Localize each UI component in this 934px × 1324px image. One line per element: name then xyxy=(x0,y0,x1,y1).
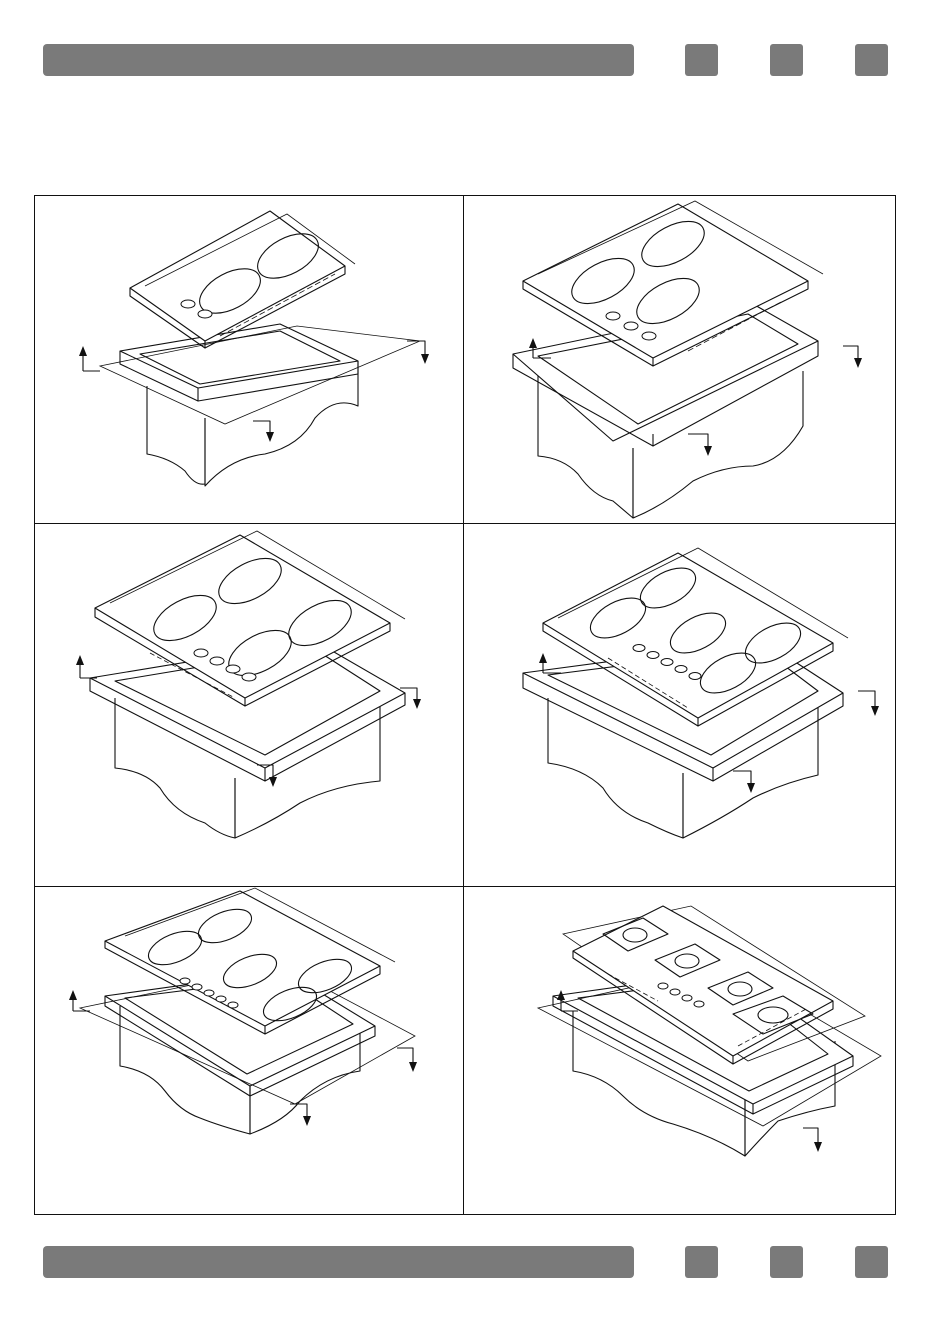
hob-installation-illustration-icon xyxy=(35,196,463,523)
hob-installation-illustration-icon xyxy=(463,886,895,1214)
header-square-1 xyxy=(685,44,718,76)
footer-square-2 xyxy=(770,1246,803,1278)
figure-hob-5-burner-a xyxy=(463,523,895,886)
figure-hob-4-burner-a xyxy=(463,196,895,523)
figure-hob-4-zone-square xyxy=(463,886,895,1214)
footer-square-1 xyxy=(685,1246,718,1278)
footer-bar xyxy=(43,1246,634,1278)
installation-figure-grid xyxy=(34,195,896,1215)
hob-installation-illustration-icon xyxy=(463,523,895,886)
footer-square-3 xyxy=(855,1246,888,1278)
header-square-2 xyxy=(770,44,803,76)
figure-hob-4-burner-b xyxy=(35,523,463,886)
figure-hob-2-burner xyxy=(35,196,463,523)
header-bar xyxy=(43,44,634,76)
hob-installation-illustration-icon xyxy=(35,886,463,1214)
hob-installation-illustration-icon xyxy=(463,196,895,523)
header-square-3 xyxy=(855,44,888,76)
hob-installation-illustration-icon xyxy=(35,523,463,886)
figure-hob-5-burner-b xyxy=(35,886,463,1214)
